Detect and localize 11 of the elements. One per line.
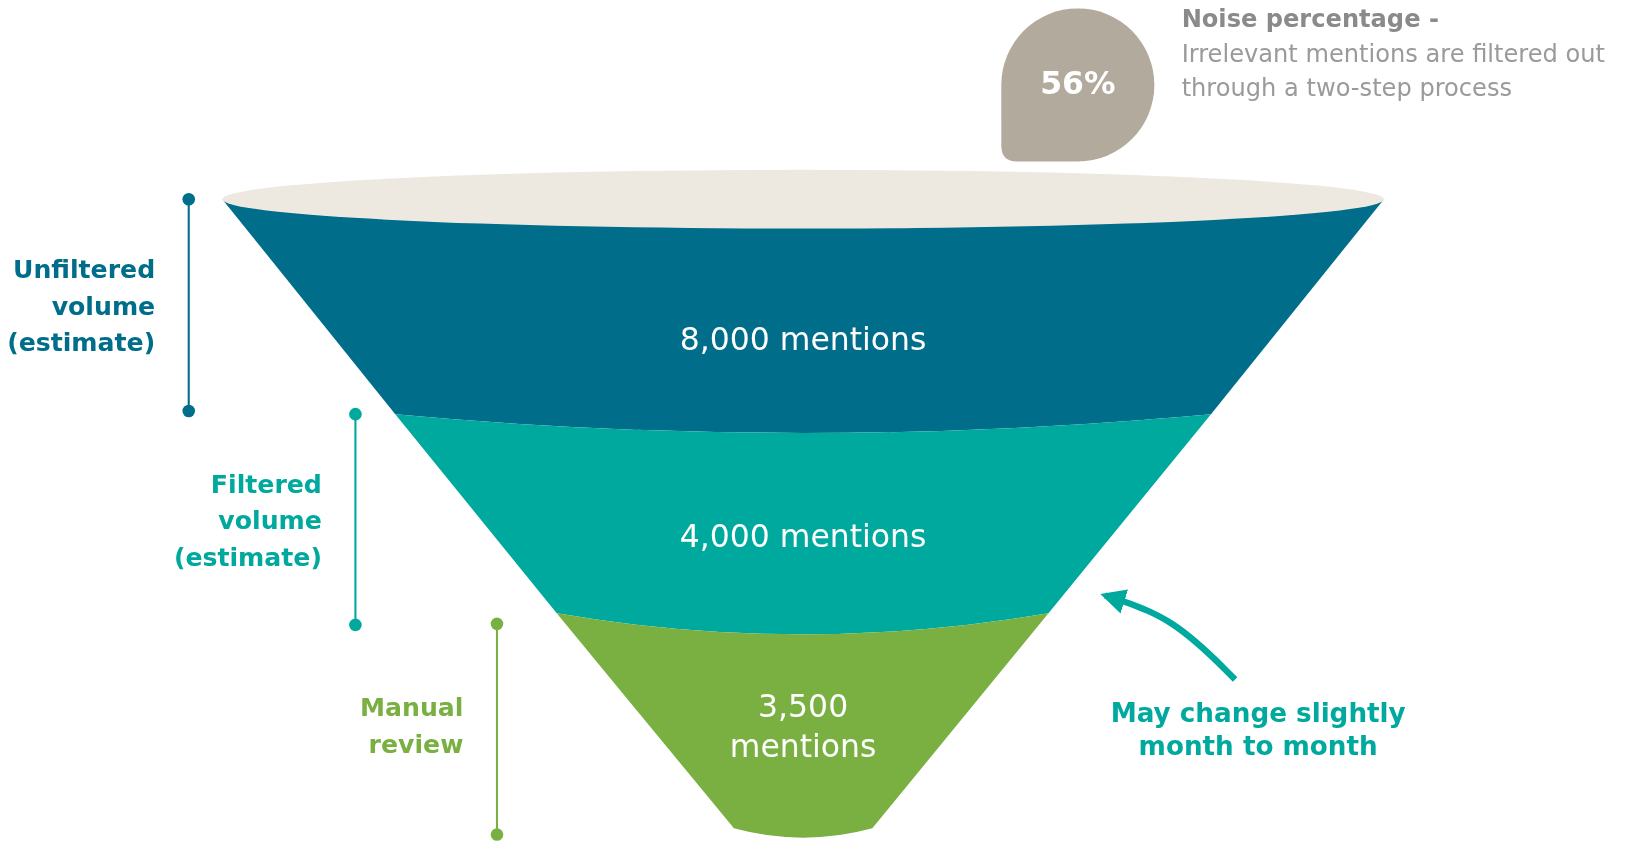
stage-label: Manual review <box>358 692 464 761</box>
curved-arrow <box>1100 589 1238 682</box>
node-label: 3,500 mentions <box>728 686 878 766</box>
stage-label: Unfiltered volume (estimate) <box>6 253 156 360</box>
description: Irrelevant mentions are filtered out through a two-step process <box>1181 38 1606 105</box>
heading: Noise percentage - <box>1181 4 1440 35</box>
stage-label: Filtered volume (estimate) <box>172 468 322 575</box>
node-label: 4,000 mentions <box>678 516 928 557</box>
node-label: 8,000 mentions <box>678 319 928 360</box>
node-label: 56% <box>1039 64 1117 104</box>
annotation-text: May change slightly month to month <box>1109 697 1407 763</box>
